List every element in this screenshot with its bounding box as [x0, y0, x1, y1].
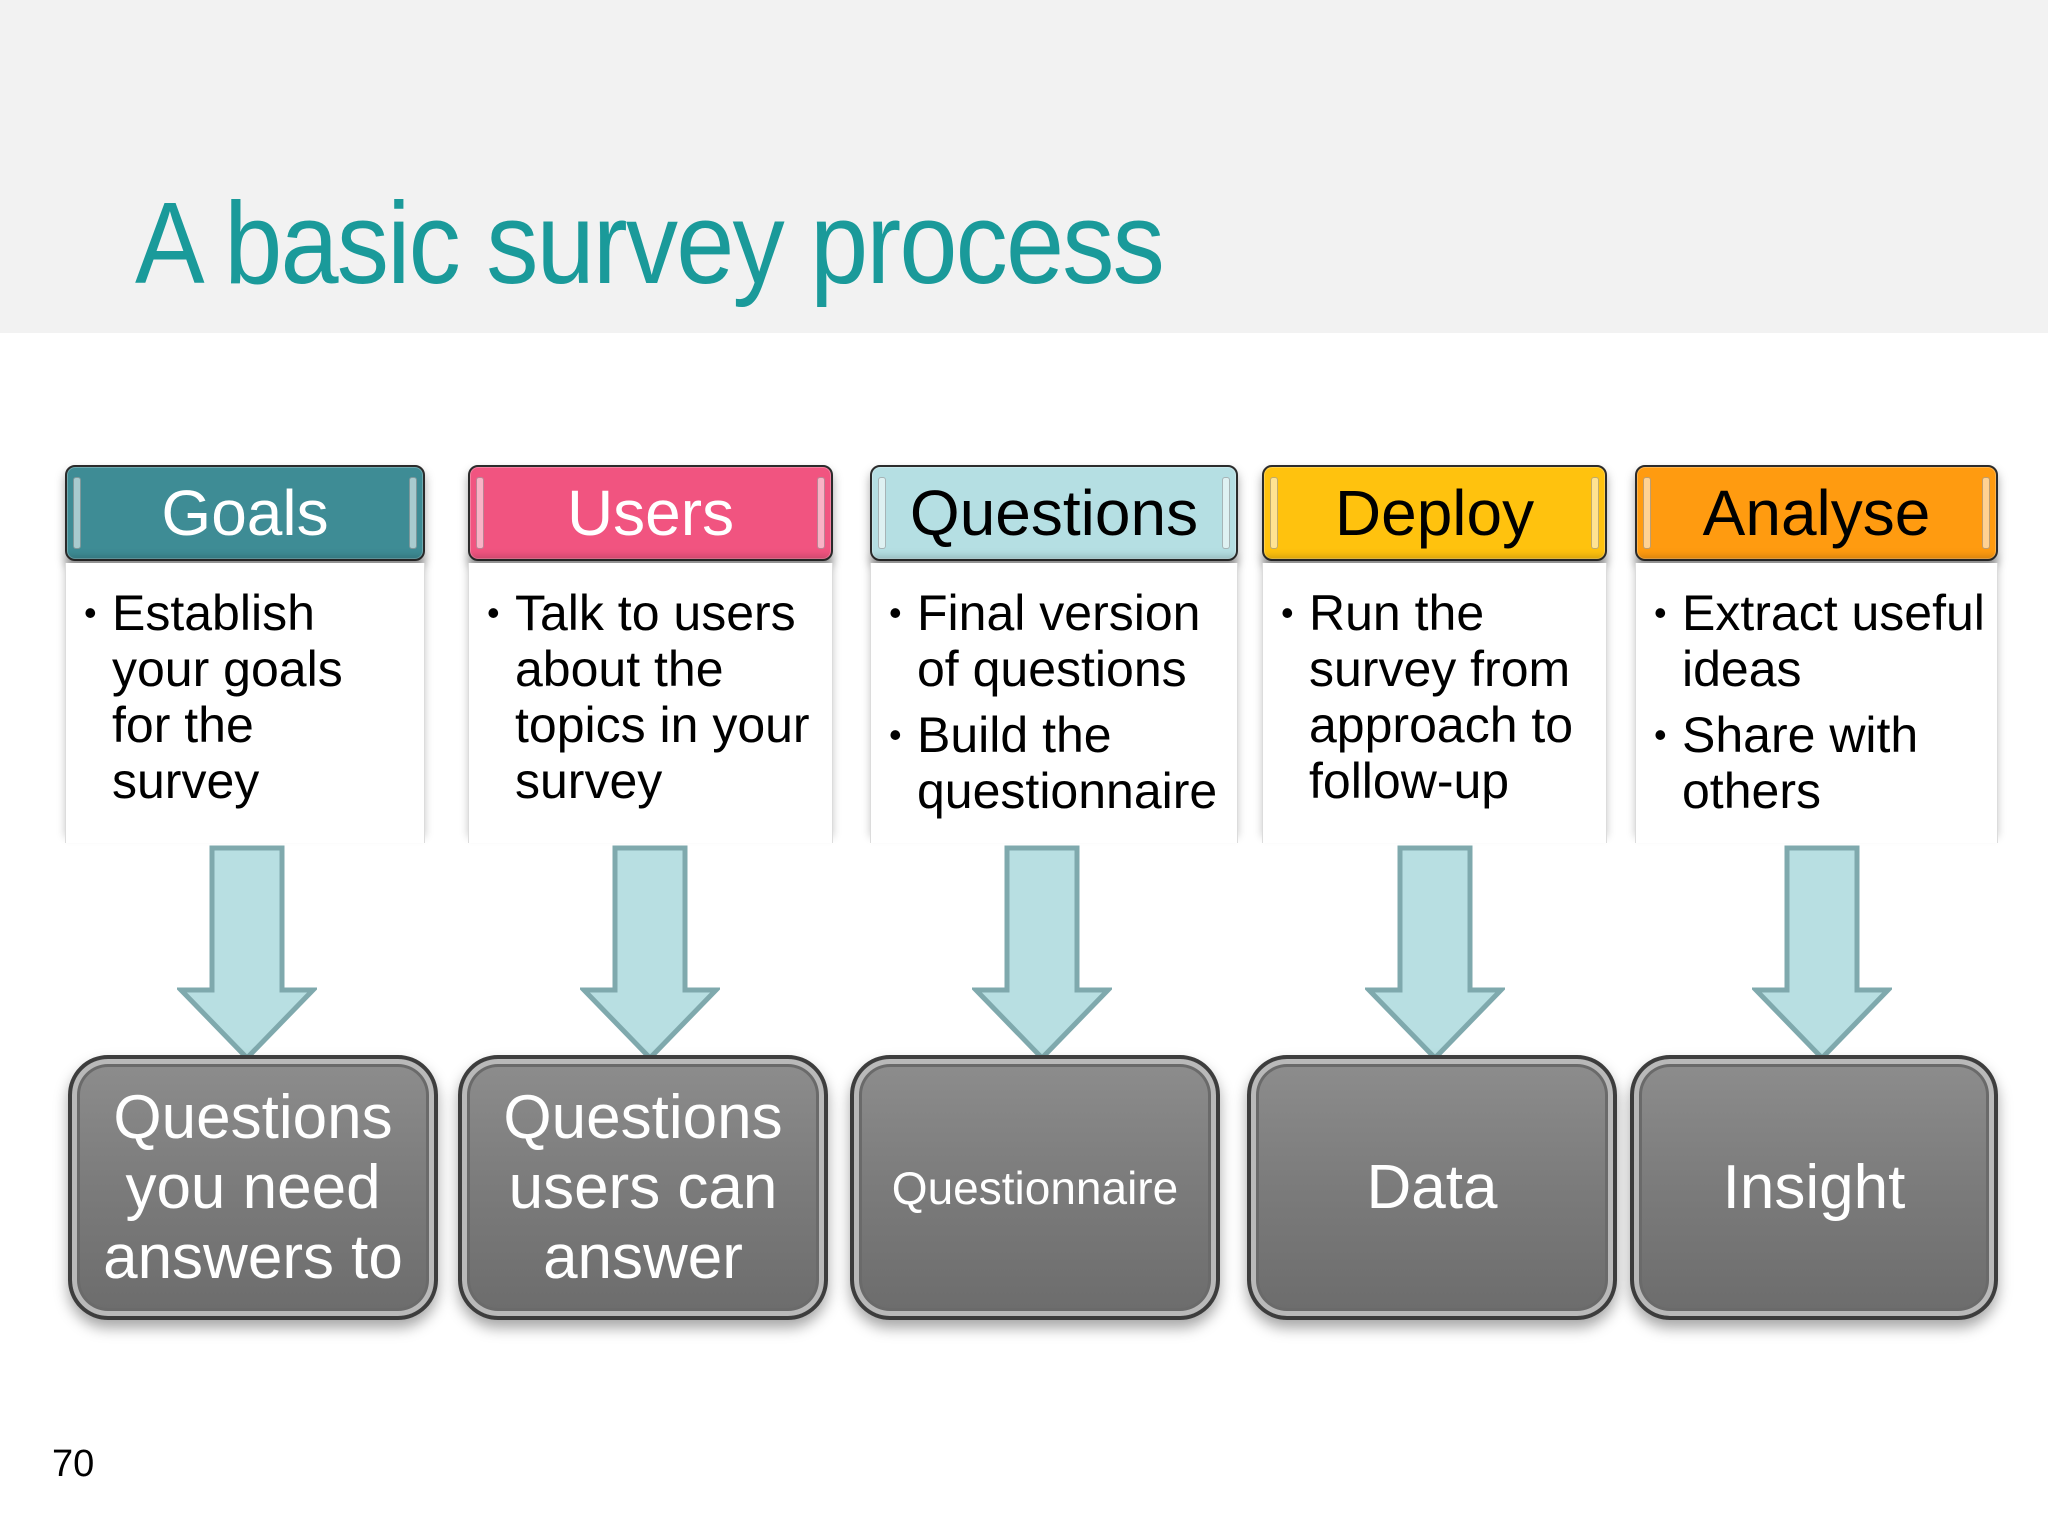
step-header: Questions — [870, 465, 1238, 561]
step-outcome-label: Data — [1366, 1152, 1498, 1222]
step-bullet: Build the questionnaire — [889, 707, 1227, 819]
step-bullet: Extract useful ideas — [1654, 585, 1987, 697]
step-outcome: Insight — [1630, 1055, 1998, 1320]
step-bullet: Share with others — [1654, 707, 1987, 819]
step-bullet: Establish your goals for the survey — [84, 585, 414, 809]
step-bullet: Final version of questions — [889, 585, 1227, 697]
step-outcome: Data — [1247, 1055, 1617, 1320]
title-band — [0, 0, 2048, 333]
step-detail-card: Extract useful ideas Share with others — [1635, 563, 1998, 843]
down-arrow-icon — [177, 845, 317, 1062]
step-detail-card: Run the survey from approach to follow-u… — [1262, 563, 1607, 843]
step-bullet: Run the survey from approach to follow-u… — [1281, 585, 1596, 809]
step-outcome-label: Questions users can answer — [503, 1082, 783, 1292]
step-outcome: Questions users can answer — [458, 1055, 828, 1320]
page-number: 70 — [52, 1443, 95, 1485]
step-outcome-label: Questions you need answers to — [103, 1082, 403, 1292]
slide-title: A basic survey process — [135, 178, 1165, 308]
step-outcome-label: Questionnaire — [891, 1161, 1179, 1214]
down-arrow-icon — [1752, 845, 1892, 1062]
step-detail-card: Talk to users about the topics in your s… — [468, 563, 833, 843]
down-arrow-icon — [1365, 845, 1505, 1062]
step-header-label: Users — [566, 477, 735, 549]
step-header-label: Deploy — [1334, 477, 1535, 549]
step-bullet-list: Establish your goals for the survey — [84, 585, 414, 809]
step-header-label: Goals — [161, 477, 329, 549]
step-outcome: Questions you need answers to — [68, 1055, 438, 1320]
step-header: Analyse — [1635, 465, 1998, 561]
down-arrow-icon — [580, 845, 720, 1062]
step-header-label: Analyse — [1702, 477, 1931, 549]
step-detail-card: Establish your goals for the survey — [65, 563, 425, 843]
step-bullet: Talk to users about the topics in your s… — [487, 585, 822, 809]
step-bullet-list: Extract useful ideas Share with others — [1654, 585, 1987, 819]
step-detail-card: Final version of questions Build the que… — [870, 563, 1238, 843]
step-outcome: Questionnaire — [850, 1055, 1220, 1320]
step-header: Users — [468, 465, 833, 561]
down-arrow-icon — [972, 845, 1112, 1062]
step-header: Deploy — [1262, 465, 1607, 561]
step-header-label: Questions — [909, 477, 1199, 549]
step-bullet-list: Run the survey from approach to follow-u… — [1281, 585, 1596, 809]
step-header: Goals — [65, 465, 425, 561]
step-bullet-list: Final version of questions Build the que… — [889, 585, 1227, 819]
step-outcome-label: Insight — [1722, 1152, 1906, 1222]
step-bullet-list: Talk to users about the topics in your s… — [487, 585, 822, 809]
